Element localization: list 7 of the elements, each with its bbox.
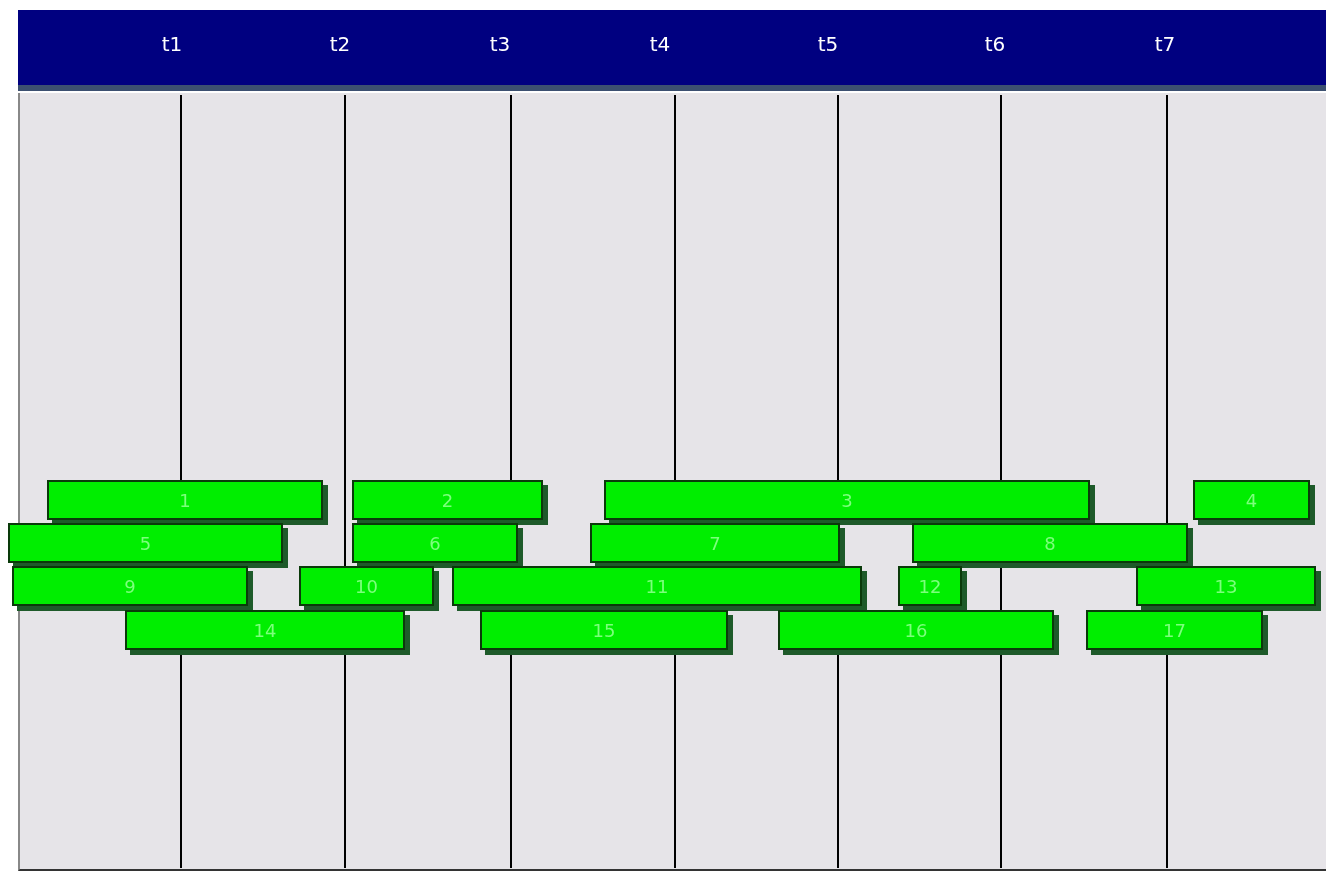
time-label: t2 — [329, 32, 351, 56]
time-label: t6 — [984, 32, 1006, 56]
time-label: t7 — [1154, 32, 1176, 56]
time-label: t4 — [649, 32, 671, 56]
time-label: t5 — [817, 32, 839, 56]
time-label: t3 — [489, 32, 511, 56]
time-label: t1 — [161, 32, 183, 56]
